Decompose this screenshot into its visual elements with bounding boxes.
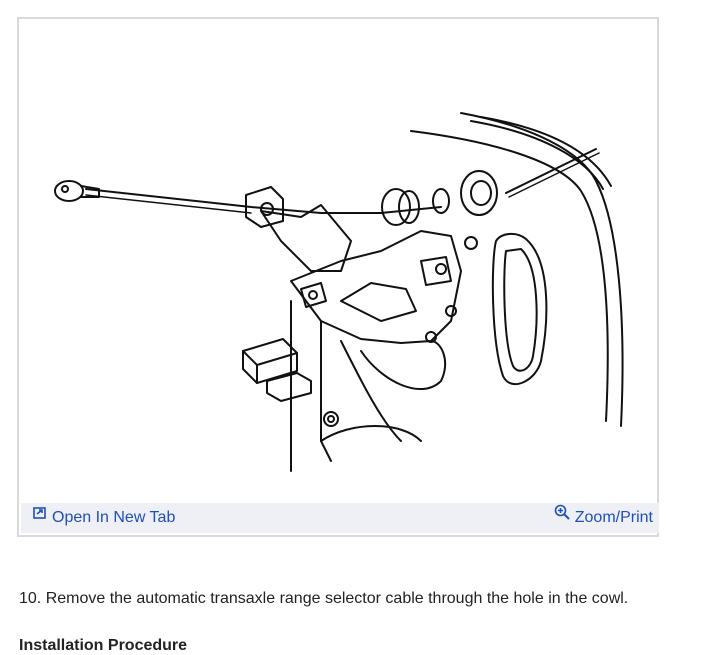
access-cover bbox=[491, 233, 548, 386]
figure-toolbar: Open In New Tab Zoom/Print bbox=[21, 503, 659, 533]
pedal-bracket bbox=[290, 230, 462, 344]
selector-cable bbox=[85, 188, 442, 214]
selector-cable-diagram bbox=[54, 112, 624, 472]
zoom-print-label: Zoom/Print bbox=[574, 509, 653, 527]
step-10-text: 10. Remove the automatic transaxle range… bbox=[19, 590, 629, 607]
cowl-panel bbox=[410, 112, 624, 427]
grommet bbox=[381, 170, 498, 250]
open-in-new-tab-link[interactable]: Open In New Tab bbox=[33, 503, 175, 533]
cable-bracket bbox=[245, 186, 352, 272]
external-link-icon bbox=[33, 501, 47, 531]
figure-card: Open In New Tab Zoom/Print bbox=[17, 17, 659, 537]
cable-end-left bbox=[54, 180, 100, 202]
installation-procedure-heading: Installation Procedure bbox=[19, 637, 188, 654]
cable-end-right bbox=[505, 148, 597, 194]
wire-connector bbox=[242, 338, 312, 402]
open-in-new-tab-label: Open In New Tab bbox=[52, 509, 176, 527]
zoom-in-icon bbox=[554, 501, 570, 531]
zoom-print-link[interactable]: Zoom/Print bbox=[554, 503, 653, 533]
lower-structure bbox=[290, 300, 447, 472]
